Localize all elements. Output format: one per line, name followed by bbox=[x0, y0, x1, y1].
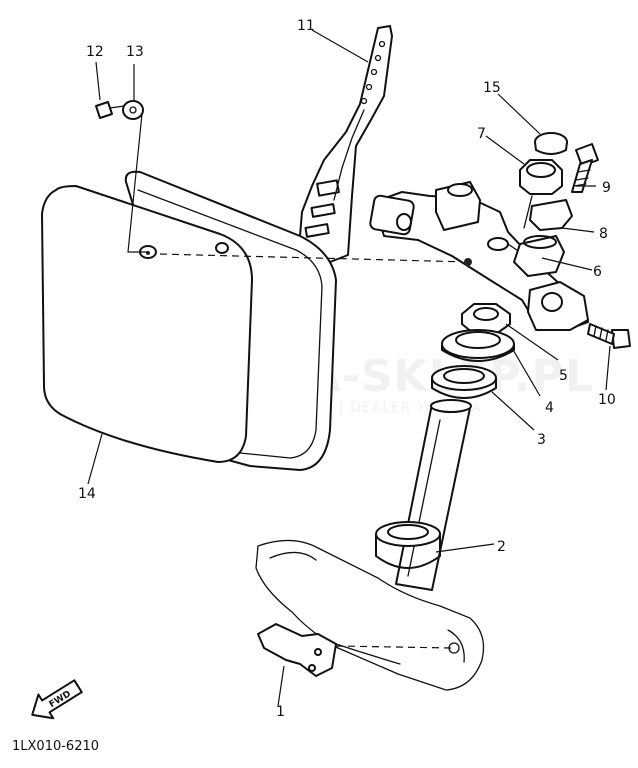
callout-7: 7 bbox=[477, 126, 486, 142]
callout-11: 11 bbox=[297, 18, 315, 34]
callout-labels: 1 2 3 4 5 6 7 8 9 10 11 12 13 14 15 bbox=[78, 18, 616, 720]
callout-9: 9 bbox=[602, 180, 611, 196]
callout-8: 8 bbox=[599, 226, 608, 242]
dash-line-guide bbox=[335, 645, 453, 649]
part-1-cable-guide bbox=[257, 623, 337, 677]
callout-10: 10 bbox=[598, 392, 616, 408]
leader-12-13 bbox=[127, 113, 148, 253]
dash-line-plate bbox=[159, 253, 471, 263]
part-14-number-plate bbox=[41, 170, 337, 471]
callout-6: 6 bbox=[593, 264, 602, 280]
part-8-handlebar-holder bbox=[513, 199, 573, 277]
callout-4: 4 bbox=[545, 400, 554, 416]
leader-lines bbox=[87, 29, 611, 707]
callout-14: 14 bbox=[78, 486, 96, 502]
part-10-bolt bbox=[587, 323, 631, 349]
part-9-bolt bbox=[571, 143, 599, 193]
callout-12: 12 bbox=[86, 44, 104, 60]
part-12-screw bbox=[95, 101, 125, 119]
callout-5: 5 bbox=[559, 368, 568, 384]
part-lower-bracket bbox=[255, 539, 485, 691]
part-7-nut bbox=[519, 159, 563, 229]
part-5-ring-nut bbox=[461, 303, 511, 335]
callout-2: 2 bbox=[497, 539, 506, 555]
part-3-bearing bbox=[431, 365, 497, 399]
callout-15: 15 bbox=[483, 80, 501, 96]
stem-bolt-hole bbox=[448, 642, 460, 654]
part-6-upper-bracket bbox=[369, 181, 589, 331]
diagram-code: 1LX010-6210 bbox=[12, 739, 99, 754]
part-4-washer bbox=[441, 329, 515, 362]
callout-13: 13 bbox=[126, 44, 144, 60]
part-2-lower-bearing bbox=[375, 521, 441, 569]
callout-3: 3 bbox=[537, 432, 546, 448]
fwd-arrow-icon: FWD bbox=[31, 679, 83, 720]
callout-1: 1 bbox=[276, 704, 285, 720]
part-15-cap bbox=[534, 132, 568, 155]
part-13-washer bbox=[122, 100, 144, 120]
